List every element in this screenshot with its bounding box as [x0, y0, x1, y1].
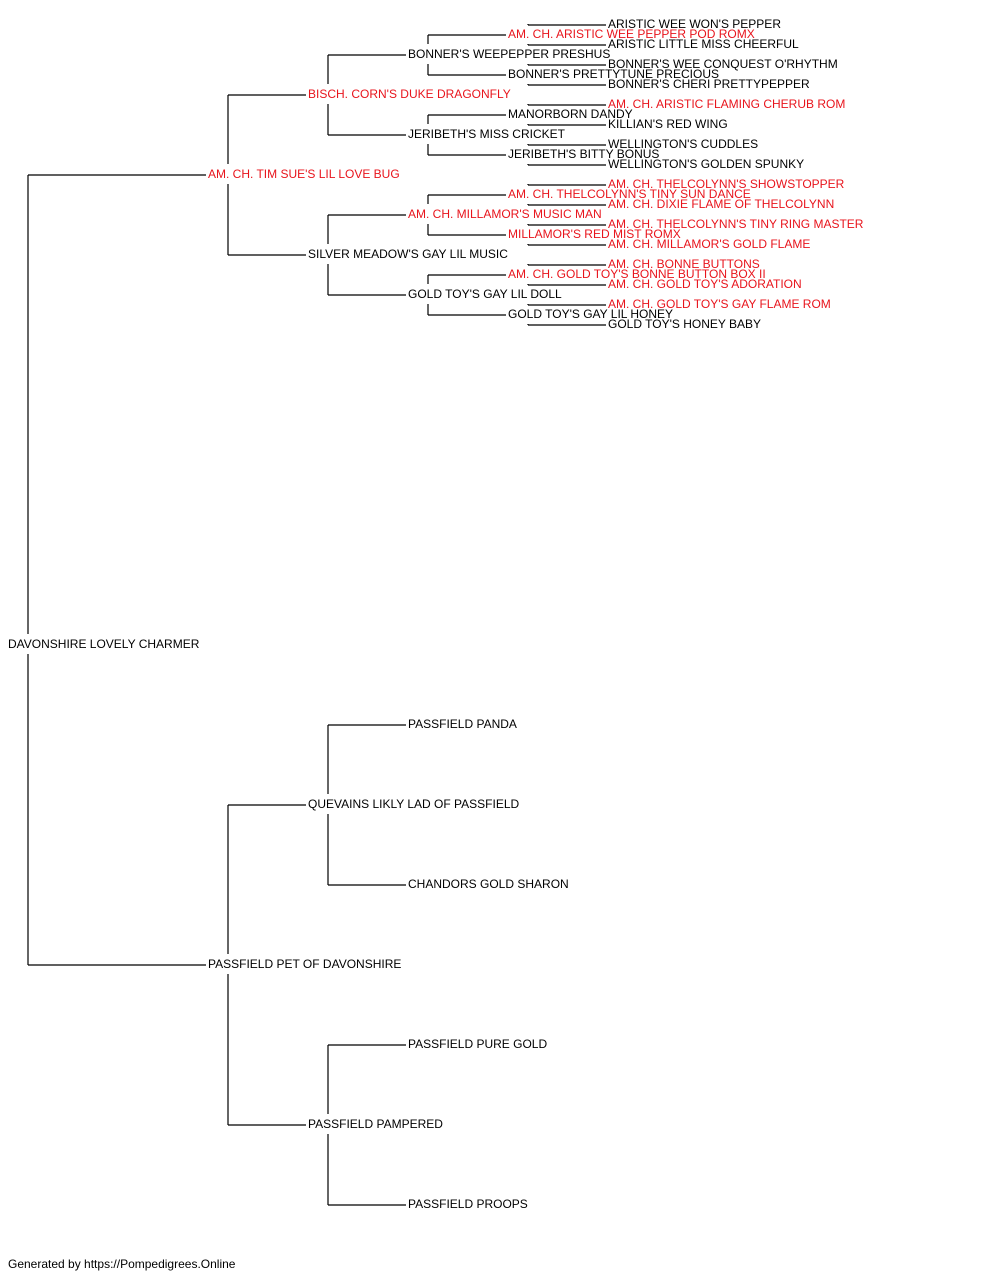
sire-name: AM. CH. THELCOLYNN'S TINY RING MASTER: [608, 217, 864, 231]
dam-name: MILLAMOR'S RED MIST ROMX: [508, 227, 681, 241]
sire-name: AM. CH. TIM SUE'S LIL LOVE BUG: [208, 167, 400, 181]
sire-name: AM. CH. ARISTIC WEE PEPPER POD ROMX: [508, 27, 755, 41]
dam-name: GOLD TOY'S HONEY BABY: [608, 317, 761, 331]
dam-name: ARISTIC LITTLE MISS CHEERFUL: [608, 37, 799, 51]
sire-name: AM. CH. MILLAMOR'S MUSIC MAN: [408, 207, 602, 221]
sire-name: BONNER'S WEE CONQUEST O'RHYTHM: [608, 57, 838, 71]
dam-name: JERIBETH'S MISS CRICKET: [408, 127, 566, 141]
sire-name: QUEVAINS LIKLY LAD OF PASSFIELD: [308, 797, 520, 811]
dam-name: SILVER MEADOW'S GAY LIL MUSIC: [308, 247, 508, 261]
dam-name: AM. CH. MILLAMOR'S GOLD FLAME: [608, 237, 810, 251]
dam-name: GOLD TOY'S GAY LIL DOLL: [408, 287, 562, 301]
sire-name: AM. CH. THELCOLYNN'S TINY SUN DANCE: [508, 187, 751, 201]
dam-name: CHANDORS GOLD SHARON: [408, 877, 569, 891]
sire-name: AM. CH. BONNE BUTTONS: [608, 257, 760, 271]
sire-name: PASSFIELD PANDA: [408, 717, 517, 731]
dam-name: KILLIAN'S RED WING: [608, 117, 728, 131]
dam-name: PASSFIELD PROOPS: [408, 1197, 528, 1211]
sire-name: AM. CH. THELCOLYNN'S SHOWSTOPPER: [608, 177, 845, 191]
sire-name: AM. CH. GOLD TOY'S BONNE BUTTON BOX II: [508, 267, 766, 281]
dam-name: JERIBETH'S BITTY BONUS: [508, 147, 659, 161]
dam-name: BONNER'S PRETTYTUNE PRECIOUS: [508, 67, 719, 81]
dam-name: AM. CH. DIXIE FLAME OF THELCOLYNN: [608, 197, 834, 211]
dam-name: PASSFIELD PAMPERED: [308, 1117, 443, 1131]
subject-dog-name: DAVONSHIRE LOVELY CHARMER: [8, 637, 200, 651]
sire-name: BONNER'S WEEPEPPER PRESHUS: [408, 47, 610, 61]
dam-name: GOLD TOY'S GAY LIL HONEY: [508, 307, 673, 321]
dam-name: BONNER'S CHERI PRETTYPEPPER: [608, 77, 810, 91]
sire-name: AM. CH. GOLD TOY'S GAY FLAME ROM: [608, 297, 831, 311]
sire-name: BISCH. CORN'S DUKE DRAGONFLY: [308, 87, 511, 101]
sire-name: PASSFIELD PURE GOLD: [408, 1037, 547, 1051]
footer-credit: Generated by https://Pompedigrees.Online: [8, 1257, 236, 1271]
sire-name: MANORBORN DANDY: [508, 107, 633, 121]
dam-name: WELLINGTON'S GOLDEN SPUNKY: [608, 157, 804, 171]
sire-name: WELLINGTON'S CUDDLES: [608, 137, 758, 151]
dam-name: AM. CH. GOLD TOY'S ADORATION: [608, 277, 802, 291]
sire-name: AM. CH. ARISTIC FLAMING CHERUB ROM: [608, 97, 845, 111]
sire-name: ARISTIC WEE WON'S PEPPER: [608, 17, 781, 31]
dam-name: PASSFIELD PET OF DAVONSHIRE: [208, 957, 401, 971]
